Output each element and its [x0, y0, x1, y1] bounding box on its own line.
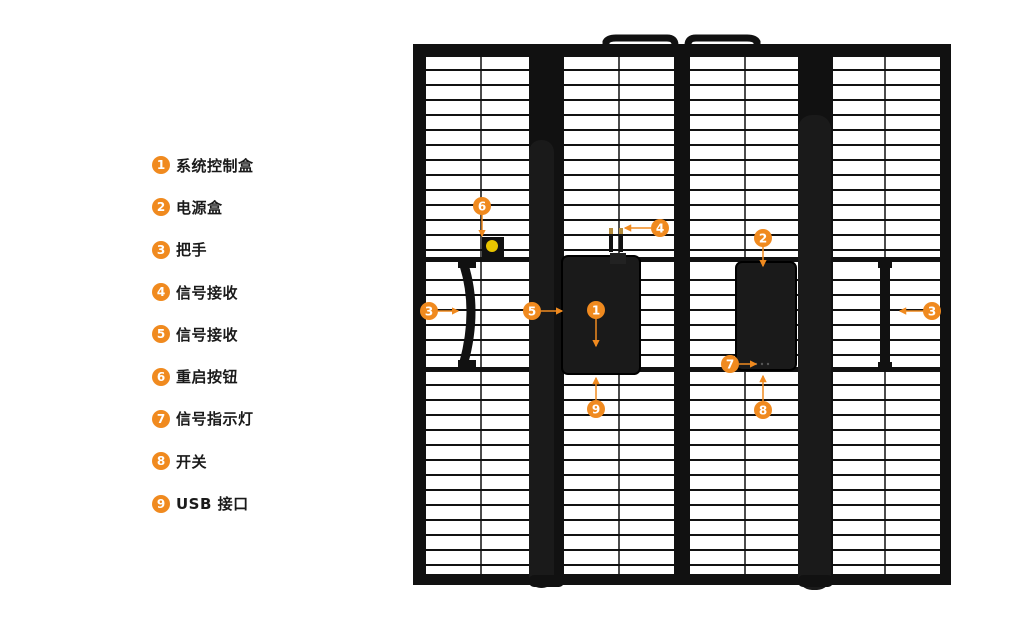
legend-item-6: 6 重启按钮: [152, 355, 254, 397]
reset-button[interactable]: [482, 237, 504, 257]
legend-badge: 5: [152, 325, 170, 344]
callout-number: 6: [478, 200, 486, 214]
callout-6: 6: [473, 197, 491, 215]
legend-item-2: 2 电源盒: [152, 186, 254, 228]
legend-item-5: 5 信号接收: [152, 313, 254, 355]
right-side-handle[interactable]: [878, 260, 892, 370]
legend-badge: 9: [152, 494, 170, 513]
left-column-spine: [529, 50, 564, 588]
callout-number: 3: [425, 305, 433, 319]
callout-1: 1: [587, 301, 605, 319]
legend-label: 重启按钮: [176, 368, 239, 387]
callout-number: 9: [592, 403, 600, 417]
callout-number: 4: [656, 222, 664, 236]
callout-number: 2: [759, 232, 767, 246]
legend-item-4: 4 信号接收: [152, 271, 254, 313]
legend-badge: 7: [152, 409, 170, 428]
legend-item-1: 1 系统控制盒: [152, 144, 254, 186]
legend-badge: 6: [152, 367, 170, 386]
callout-number: 7: [726, 358, 734, 372]
top-carry-handles: [602, 34, 761, 52]
legend-label: 开关: [176, 452, 208, 471]
legend-item-3: 3 把手: [152, 229, 254, 271]
callout-7: 7: [721, 355, 739, 373]
right-column-spine: [798, 50, 833, 590]
legend-label: 系统控制盒: [176, 156, 254, 175]
callout-number: 1: [592, 304, 600, 318]
legend-label: 把手: [176, 241, 208, 260]
legend-item-8: 8 开关: [152, 440, 254, 482]
legend-item-9: 9 USB 接口: [152, 482, 254, 524]
legend-label: 信号指示灯: [176, 410, 254, 429]
legend-badge: 8: [152, 452, 170, 471]
callout-8: 8: [754, 401, 772, 419]
legend-label: 信号接收: [176, 325, 239, 344]
callout-number: 8: [759, 404, 767, 418]
callout-9: 9: [587, 400, 605, 418]
legend-badge: 4: [152, 283, 170, 302]
legend-label: USB 接口: [176, 495, 249, 514]
callout-number: 5: [528, 305, 536, 319]
callout-leaders: [438, 214, 924, 401]
legend: 1 系统控制盒 2 电源盒 3 把手 4 信号接收 5 信号接收 6 重启按钮 …: [152, 144, 254, 525]
power-box: [735, 261, 797, 371]
legend-item-7: 7 信号指示灯: [152, 398, 254, 440]
callout-3-left: 3: [420, 302, 438, 320]
callout-5: 5: [523, 302, 541, 320]
legend-label: 电源盒: [176, 198, 223, 217]
legend-badge: 2: [152, 198, 170, 217]
legend-badge: 1: [152, 156, 170, 175]
callout-4: 4: [651, 219, 669, 237]
callout-number: 3: [928, 305, 936, 319]
callout-3-right: 3: [923, 302, 941, 320]
callout-2: 2: [754, 229, 772, 247]
legend-label: 信号接收: [176, 283, 239, 302]
legend-badge: 3: [152, 240, 170, 259]
left-side-handle[interactable]: [458, 260, 476, 368]
signal-antenna: [609, 228, 623, 252]
